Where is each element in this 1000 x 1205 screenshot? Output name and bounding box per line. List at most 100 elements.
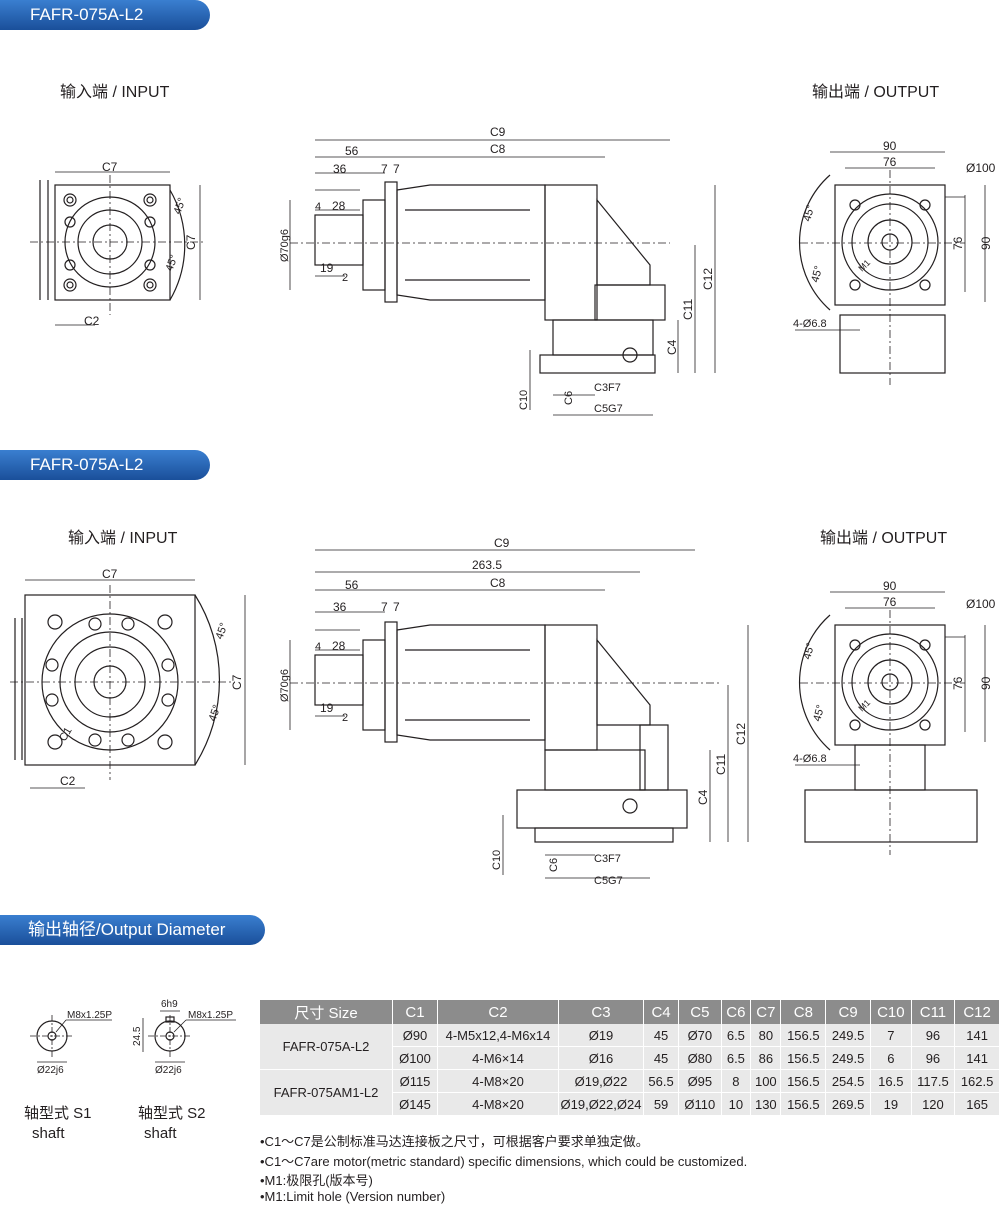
s1-input-angle-1: 45°: [172, 196, 189, 216]
table-cell: 249.5: [825, 1024, 871, 1047]
s2-side-c3: C3F7: [594, 853, 621, 865]
output-view-2: [795, 591, 986, 855]
table-cell: 6: [870, 1046, 912, 1070]
table-header: C3: [558, 1000, 644, 1024]
table-cell: 254.5: [825, 1069, 871, 1093]
s1-side-28: 28: [332, 199, 346, 213]
output-view-1: [795, 151, 986, 385]
table-cell: 86: [750, 1046, 782, 1070]
s2-out-v90: 90: [979, 676, 993, 690]
table-cell: 130: [750, 1092, 782, 1116]
s1-side-2: 2: [342, 272, 348, 284]
table-cell: 4-M8×20: [437, 1092, 559, 1116]
table-cell: Ø145: [392, 1092, 438, 1116]
model-cell: FAFR-075AM1-L2: [260, 1069, 393, 1116]
note-1: •C1～C7是公制标准马达连接板之尺寸，可根据客户要求单独定做。: [260, 1134, 649, 1149]
table-cell: 4-M6×14: [437, 1046, 559, 1070]
table-cell: 117.5: [911, 1069, 956, 1093]
s2-out-holes: 4-Ø6.8: [793, 753, 827, 765]
s1-side-c9: C9: [490, 125, 506, 139]
s1-dia: Ø22j6: [37, 1065, 64, 1076]
s2-side-7a: 7: [381, 600, 388, 614]
s1-side-c11: C11: [681, 299, 695, 320]
s2-out-d100: Ø100: [966, 597, 996, 611]
s1-input-c7-top: C7: [102, 160, 118, 174]
table-cell: 96: [911, 1046, 956, 1070]
s1-side-d70: Ø70g6: [279, 229, 291, 262]
table-cell: 156.5: [780, 1046, 827, 1070]
s1-side-19: 19: [320, 261, 334, 275]
s1-input-angle-2: 45°: [164, 253, 181, 273]
table-cell: 96: [911, 1024, 956, 1047]
s2-side-c4: C4: [696, 789, 710, 805]
input-view-2: [10, 579, 246, 789]
table-header: C11: [911, 1000, 956, 1024]
table-cell: 269.5: [825, 1092, 871, 1116]
s2-input-angle-2: 45°: [207, 703, 224, 723]
table-cell: 4-M8×20: [437, 1069, 559, 1093]
section-1-title: FAFR-075A-L2: [0, 0, 210, 30]
section-1-output-label: 输出端 / OUTPUT: [812, 84, 940, 101]
shaft-s1-name-en: shaft: [32, 1125, 65, 1142]
table-cell: Ø19: [558, 1024, 644, 1047]
s1-side-c3: C3F7: [594, 382, 621, 394]
s2-side-c11: C11: [714, 754, 728, 775]
s2-out-ang2: 45°: [811, 704, 827, 723]
table-cell: 56.5: [643, 1069, 680, 1093]
s1-out-v90: 90: [979, 236, 993, 250]
s2-input-c7-side: C7: [230, 674, 244, 690]
table-cell: Ø90: [392, 1024, 438, 1047]
s2-side-2: 2: [342, 712, 348, 724]
s1-out-holes: 4-Ø6.8: [793, 318, 827, 330]
table-cell: 19: [870, 1092, 912, 1116]
s2-out-m1: M1: [856, 697, 872, 713]
table-cell: 141: [954, 1046, 1000, 1070]
s1-out-90: 90: [883, 139, 897, 153]
s1-side-56: 56: [345, 144, 359, 158]
s2-side-c9: C9: [494, 536, 510, 550]
s1-side-7a: 7: [381, 162, 388, 176]
s2-side-36: 36: [333, 600, 347, 614]
s2-out-76: 76: [883, 595, 897, 609]
table-header: C6: [721, 1000, 752, 1024]
table-cell: 45: [643, 1024, 680, 1047]
section-2-input-label: 输入端 / INPUT: [68, 530, 178, 547]
s1-side-c5: C5G7: [594, 403, 623, 415]
table-cell: 45: [643, 1046, 680, 1070]
table-cell: Ø100: [392, 1046, 438, 1070]
table-cell: 156.5: [780, 1069, 827, 1093]
s1-out-d100: Ø100: [966, 161, 996, 175]
table-cell: 249.5: [825, 1046, 871, 1070]
s2-out-ang1: 45°: [801, 642, 817, 661]
dimension-table: 尺寸 Size C1 C2 C3 C4 C5 C6 C7 C8 C9 C10 C…: [260, 1000, 1000, 1116]
table-cell: Ø80: [678, 1046, 722, 1070]
s1-out-ang1: 45°: [801, 204, 817, 223]
table-cell: Ø19,Ø22,Ø24: [558, 1092, 644, 1116]
table-header: 尺寸 Size: [260, 1000, 393, 1024]
table-header: C7: [750, 1000, 782, 1024]
table-cell: 10: [721, 1092, 752, 1116]
shaft-s1-name-cn: 轴型式 S1: [24, 1105, 92, 1122]
table-cell: 156.5: [780, 1024, 827, 1047]
shaft-s2-drawing: [142, 1010, 236, 1063]
s2-depth: 24.5: [132, 1026, 143, 1046]
shaft-s2-name-en: shaft: [144, 1125, 177, 1142]
s1-input-c2: C2: [84, 314, 100, 328]
s1-side-36: 36: [333, 162, 347, 176]
section-1-input-label: 输入端 / INPUT: [60, 84, 170, 101]
s2-side-c10: C10: [491, 850, 503, 870]
s2-out-90: 90: [883, 579, 897, 593]
s2-side-c6: C6: [548, 858, 560, 872]
table-cell: 141: [954, 1024, 1000, 1047]
output-diameter-title: 输出轴径/Output Diameter: [0, 915, 265, 945]
s2-side-7b: 7: [393, 600, 400, 614]
s2-side-d70: Ø70g6: [279, 669, 291, 702]
s2-side-4: 4: [315, 641, 321, 653]
shaft-s1-drawing: [30, 1015, 112, 1063]
s2-side-c5: C5G7: [594, 875, 623, 887]
table-cell: 165: [954, 1092, 1000, 1116]
shaft-s2-name-cn: 轴型式 S2: [138, 1105, 206, 1122]
s1-out-v76: 76: [951, 236, 965, 250]
